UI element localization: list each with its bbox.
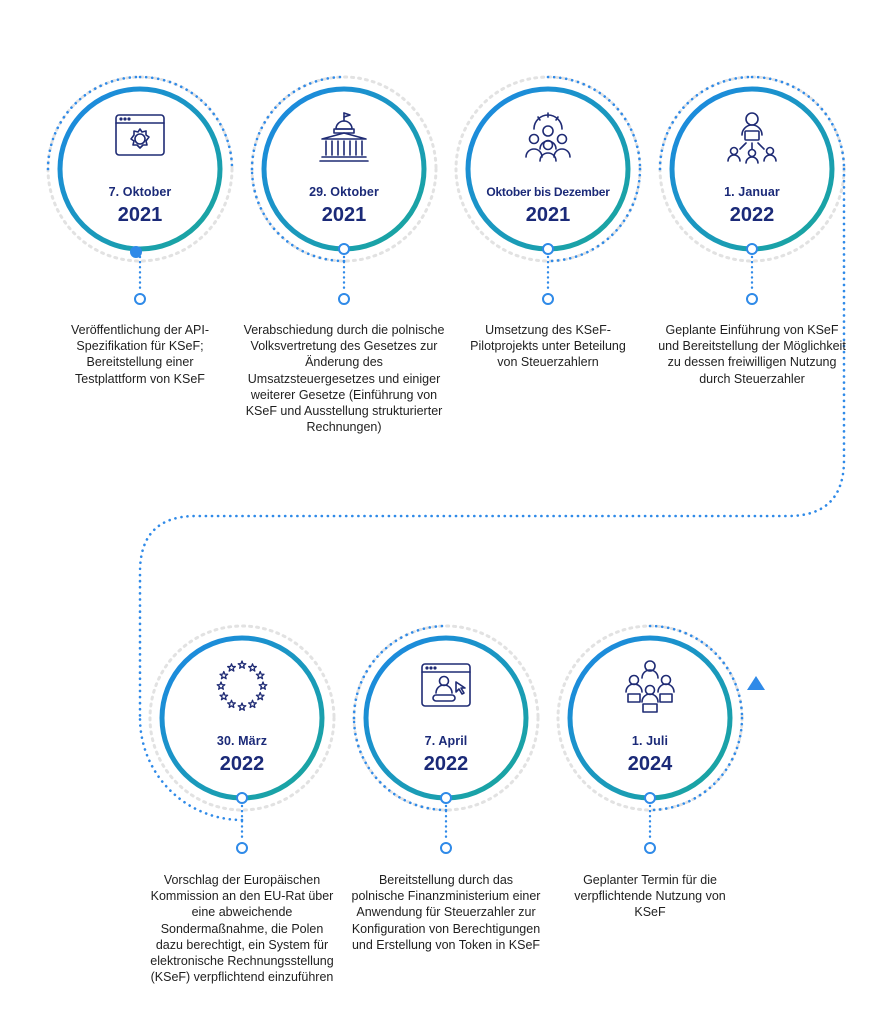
connector-arc	[46, 75, 142, 171]
browser-gear-icon	[110, 107, 170, 167]
connector-arc	[138, 716, 244, 822]
ring-node	[338, 243, 350, 255]
milestone-year: 2021	[321, 204, 367, 226]
milestone-date: 7. April	[424, 734, 468, 748]
milestone-content: 7. April 2022	[366, 638, 526, 798]
milestone-description: Vorschlag der Europäischen Kommission an…	[150, 873, 334, 985]
ring-node	[440, 792, 452, 804]
milestone-1: 7. Oktober 2021	[60, 89, 220, 249]
milestone-date: 30. März	[216, 734, 268, 748]
milestone-description: Geplanter Termin für die verpflichtende …	[574, 873, 726, 920]
milestone-content: 1. Januar 2022	[672, 89, 832, 249]
stem-node	[338, 293, 350, 305]
stem-node	[746, 293, 758, 305]
milestone-date: 7. Oktober	[108, 185, 172, 199]
milestone-date: 29. Oktober	[309, 185, 379, 199]
users-laptops-icon	[620, 656, 680, 716]
milestone-date: 1. Januar	[724, 185, 780, 199]
milestone-content: 30. März 2022	[162, 638, 322, 798]
milestone-6: 7. April 2022	[366, 638, 526, 798]
user-network-icon	[722, 107, 782, 167]
milestone-content: 1. Juli 2024	[570, 638, 730, 798]
connector-arc	[750, 75, 846, 171]
connector-arc	[250, 75, 346, 171]
connector-arc	[546, 167, 642, 263]
timeline-dot	[130, 246, 142, 258]
end-arrow-icon	[747, 676, 765, 690]
connector-arc	[138, 75, 234, 171]
connector-arc	[658, 75, 754, 171]
connector-arc	[250, 167, 346, 263]
milestone-year: 2022	[729, 204, 775, 226]
milestone-year: 2021	[525, 204, 571, 226]
milestone-4: 1. Januar 2022	[672, 89, 832, 249]
ring-node	[236, 792, 248, 804]
parliament-building-icon	[314, 107, 374, 167]
milestone-date: 1. Juli	[631, 734, 669, 748]
milestone-3: Oktober bis Dezember 2021	[468, 89, 628, 249]
milestone-description: Verabschiedung durch die polnische Volks…	[243, 323, 445, 435]
ring-node	[644, 792, 656, 804]
connector-snake	[138, 167, 846, 720]
team-gear-icon	[518, 107, 578, 167]
stem-node	[542, 293, 554, 305]
milestone-date: Oktober bis Dezember	[486, 185, 610, 199]
milestone-description: Geplante Einführung von KSeF und Bereits…	[658, 323, 846, 386]
ring-node	[746, 243, 758, 255]
milestone-year: 2021	[117, 204, 163, 226]
eu-stars-icon	[212, 656, 272, 716]
milestone-description: Bereitstellung durch das polnische Finan…	[351, 873, 541, 952]
stem-node	[440, 842, 452, 854]
connector-arc	[352, 624, 448, 720]
connector-arc	[648, 716, 744, 812]
stem-node	[644, 842, 656, 854]
stem-node	[236, 842, 248, 854]
ring-node	[542, 243, 554, 255]
milestone-content: 7. Oktober 2021	[60, 89, 220, 249]
milestone-content: 29. Oktober 2021	[264, 89, 424, 249]
milestone-content: Oktober bis Dezember 2021	[468, 89, 628, 249]
milestone-5: 30. März 2022	[162, 638, 322, 798]
connector-arc	[352, 716, 448, 812]
milestone-description: Veröffentlichung der API-Spezifikation f…	[70, 323, 210, 386]
milestone-year: 2022	[219, 753, 265, 775]
milestone-2: 29. Oktober 2021	[264, 89, 424, 249]
milestone-7: 1. Juli 2024	[570, 638, 730, 798]
stem-node	[134, 293, 146, 305]
milestone-year: 2024	[627, 753, 673, 775]
connector-arc	[648, 624, 744, 720]
connector-arc	[546, 75, 642, 171]
milestone-description: Umsetzung des KSeF-Pilotprojekts unter B…	[470, 323, 626, 370]
outer-dashed-ring	[148, 624, 336, 812]
browser-user-login-icon	[416, 656, 476, 716]
milestone-year: 2022	[423, 753, 469, 775]
